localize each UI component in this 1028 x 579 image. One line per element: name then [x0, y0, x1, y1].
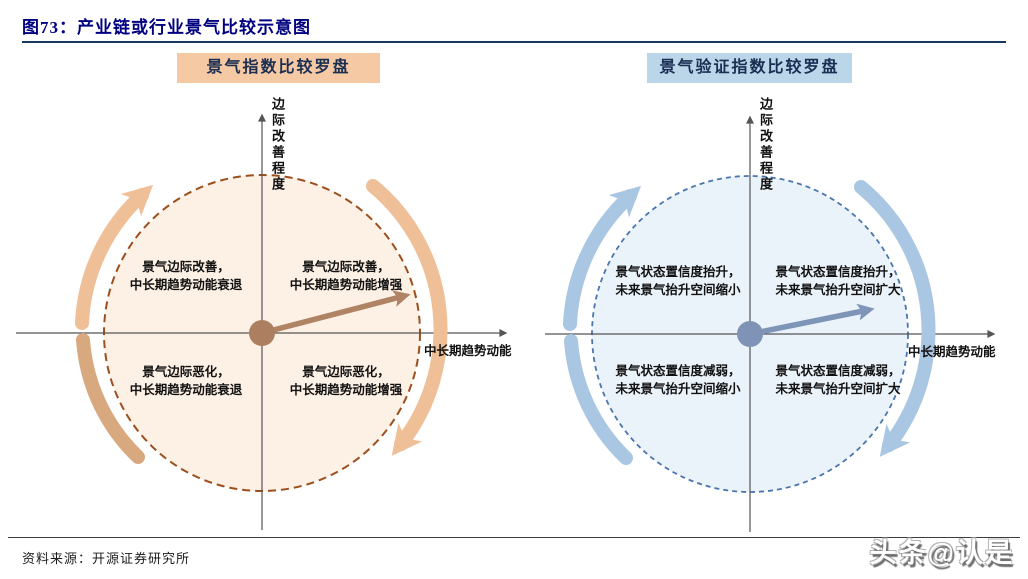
quadrant-line: 未来景气抬升空间扩大: [775, 283, 901, 297]
quadrant-line: 未来景气抬升空间扩大: [775, 382, 901, 396]
right-swoosh-bottom-left: [564, 334, 633, 465]
left-quadrant-top-right: 景气边际改善， 中长期趋势动能增强: [261, 258, 431, 294]
right-center-hub: [737, 321, 763, 347]
quadrant-line: 中长期趋势动能增强: [289, 278, 403, 292]
quadrant-line: 景气状态置信度减弱，: [615, 364, 741, 378]
quadrant-line: 未来景气抬升空间缩小: [615, 283, 741, 297]
quadrant-line: 中长期趋势动能增强: [289, 383, 403, 397]
quadrant-line: 中长期趋势动能衰退: [129, 383, 243, 397]
right-x-axis-label: 中长期趋势动能: [908, 345, 996, 359]
figure-title: 图73：产业链或行业景气比较示意图: [22, 18, 311, 37]
quadrant-line: 未来景气抬升空间缩小: [615, 382, 741, 396]
title-divider: [22, 41, 1006, 43]
left-panel-header: 景气指数比较罗盘: [177, 53, 380, 83]
left-swoosh-bottom-left: [76, 333, 145, 464]
quadrant-line: 景气状态置信度抬升，: [615, 265, 741, 279]
right-swoosh-top-left-arrow: [563, 185, 642, 331]
left-quadrant-top-left: 景气边际改善， 中长期趋势动能衰退: [101, 258, 271, 294]
left-quadrant-bottom-left: 景气边际恶化， 中长期趋势动能衰退: [101, 363, 271, 399]
left-compass-svg: [16, 113, 508, 530]
left-swoosh-top-left-arrow: [75, 184, 154, 330]
left-x-axis-label: 中长期趋势动能: [424, 344, 512, 358]
left-state-arrow: [261, 290, 411, 336]
watermark-text: 头条@认是: [869, 538, 1014, 568]
quadrant-line: 景气边际恶化，: [142, 365, 230, 379]
left-center-hub: [249, 320, 275, 346]
quadrant-line: 景气边际恶化，: [302, 365, 390, 379]
left-y-axis-label: 边际改善程度: [270, 97, 285, 193]
right-state-arrow: [749, 303, 875, 337]
right-quadrant-top-right: 景气状态置信度抬升， 未来景气抬升空间扩大: [750, 263, 926, 299]
right-y-axis-label: 边际改善程度: [758, 97, 773, 193]
quadrant-line: 景气状态置信度抬升，: [775, 265, 901, 279]
right-panel-header: 景气验证指数比较罗盘: [647, 53, 852, 83]
left-swoosh-right-arrow: [366, 179, 448, 456]
right-quadrant-bottom-left: 景气状态置信度减弱， 未来景气抬升空间缩小: [590, 362, 766, 398]
quadrant-line: 景气边际改善，: [302, 260, 390, 274]
right-swoosh-right-arrow: [854, 180, 936, 457]
quadrant-line: 中长期趋势动能衰退: [129, 278, 243, 292]
quadrant-line: 景气边际改善，: [142, 260, 230, 274]
footer-divider: [8, 537, 1020, 538]
left-quadrant-bottom-right: 景气边际恶化， 中长期趋势动能增强: [261, 363, 431, 399]
quadrant-line: 景气状态置信度减弱，: [775, 364, 901, 378]
right-quadrant-bottom-right: 景气状态置信度减弱， 未来景气抬升空间扩大: [750, 362, 926, 398]
right-compass-svg: [545, 115, 996, 532]
source-text: 资料来源：开源证券研究所: [22, 551, 191, 566]
right-quadrant-top-left: 景气状态置信度抬升， 未来景气抬升空间缩小: [590, 263, 766, 299]
